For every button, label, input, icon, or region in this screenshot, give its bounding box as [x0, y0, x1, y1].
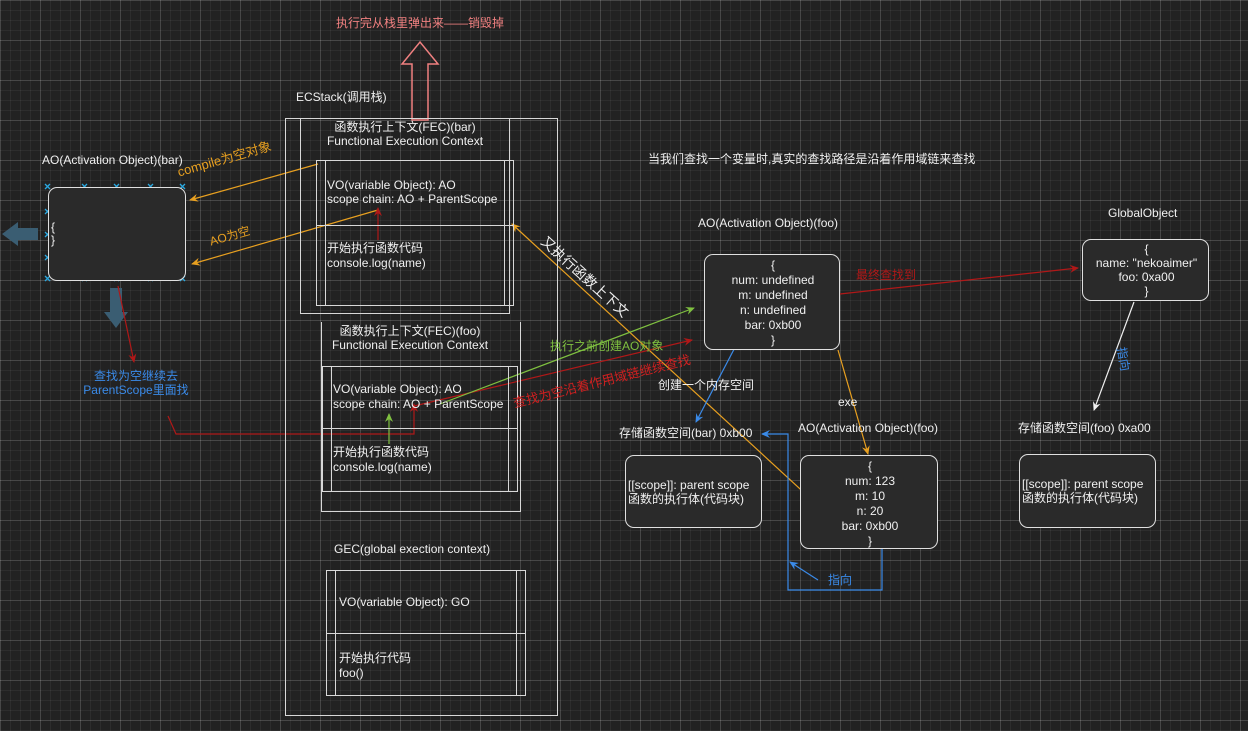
fec-bar-exec1: 开始执行函数代码: [327, 241, 424, 255]
store-bar-line1: [[scope]]: parent scope: [628, 478, 750, 492]
ao-foo2-line-3: n: 20: [856, 504, 884, 518]
ao-foo1-line-5: }: [770, 333, 775, 347]
fec-bar-title-1: 函数执行上下文(FEC)(bar): [334, 120, 476, 134]
ao-foo1-line-1: num: undefined: [731, 273, 815, 287]
ao-foo1-title: AO(Activation Object)(foo): [698, 216, 839, 230]
store-bar-box: [[scope]]: parent scope 函数的执行体(代码块): [625, 455, 762, 528]
ao-bar-title: AO(Activation Object)(bar): [42, 153, 183, 167]
down-teal-arrow: [104, 288, 128, 328]
another-fec-arrow: [511, 223, 837, 523]
found-arrow: [839, 264, 1079, 295]
global-obj-line-0: {: [1144, 242, 1149, 256]
fec-foo-frame: [321, 322, 521, 512]
note-lookup-parent: 查找为空继续去 ParentScope里面找: [74, 369, 198, 397]
fec-bar-exec2: console.log(name): [327, 256, 426, 270]
point-to-arrow: [761, 430, 883, 591]
ao-bar-box: { }: [48, 187, 186, 281]
note-exe: exe: [838, 395, 858, 409]
ao-foo1-line-0: {: [770, 258, 775, 272]
ao-foo1-box: { num: undefined m: undefined n: undefin…: [704, 254, 840, 350]
fec-bar-frame: [300, 118, 510, 314]
ecstack-container: [285, 118, 558, 716]
global-obj-content: { name: "nekoaimer" foo: 0xa00 }: [1083, 242, 1210, 298]
left-teal-arrow: [2, 222, 38, 246]
global-obj-line-1: name: "nekoaimer": [1095, 256, 1198, 270]
compile-arrow: [189, 163, 319, 202]
store-bar-line2: 函数的执行体(代码块): [628, 492, 744, 506]
note-lookup-parent-1: 查找为空继续去: [93, 369, 178, 383]
gec-vo: VO(variable Object): GO: [339, 595, 470, 609]
fec-bar-card: VO(variable Object): AO scope chain: AO …: [316, 160, 514, 306]
fec-bar-scope: scope chain: AO + ParentScope: [327, 192, 498, 206]
ao-foo1-content: { num: undefined m: undefined n: undefin…: [705, 258, 841, 348]
store-foo-title: 存储函数空间(foo) 0xa00: [1018, 421, 1151, 435]
exe-arrow: [837, 349, 870, 455]
ecstack-label: ECStack(调用栈): [296, 90, 387, 104]
ao-foo1-line-3: n: undefined: [739, 303, 807, 317]
store-foo-line1: [[scope]]: parent scope: [1022, 477, 1144, 491]
ao-foo2-box: { num: 123 m: 10 n: 20 bar: 0xb00 }: [800, 455, 938, 549]
fec-foo-title-2: Functional Execution Context: [331, 338, 489, 352]
ao-bar-open: {: [51, 220, 56, 234]
store-foo-box: [[scope]]: parent scope 函数的执行体(代码块): [1019, 454, 1156, 528]
fec-foo-exec1: 开始执行函数代码: [333, 445, 430, 459]
fec-foo-title: 函数执行上下文(FEC)(foo) Functional Execution C…: [305, 324, 515, 352]
note-point-to: 指向: [828, 573, 853, 587]
store-bar-title: 存储函数空间(bar) 0xb00: [619, 426, 753, 440]
note-lookup-parent-2: ParentScope里面找: [83, 383, 189, 397]
global-obj-title: GlobalObject: [1108, 206, 1178, 220]
point-to-small-arrow: [789, 561, 819, 581]
fec-bar-title: 函数执行上下文(FEC)(bar) Functional Execution C…: [300, 120, 510, 148]
ao-foo2-content: { num: 123 m: 10 n: 20 bar: 0xb00 }: [801, 459, 939, 549]
lookup-parent-arrow: [117, 285, 137, 363]
global-obj-line-2: foo: 0xa00: [1118, 270, 1175, 284]
gec-title: GEC(global exection context): [334, 542, 491, 556]
ao-foo2-line-0: {: [867, 459, 872, 473]
pop-label: 执行完从栈里弹出来——销毁掉: [335, 16, 504, 30]
global-obj-line-3: }: [1144, 284, 1149, 298]
store-foo-line2: 函数的执行体(代码块): [1022, 491, 1138, 505]
gec-card: VO(variable Object): GO 开始执行代码 foo(): [326, 570, 526, 696]
ao-foo2-title: AO(Activation Object)(foo): [798, 421, 939, 435]
fec-foo-title-1: 函数执行上下文(FEC)(foo): [339, 324, 481, 338]
ao-foo2-line-2: m: 10: [854, 489, 885, 503]
bottom-red-return: [167, 403, 418, 435]
ao-foo1-line-2: m: undefined: [738, 288, 808, 302]
ao-bar-close: }: [51, 233, 56, 247]
ao-foo2-line-4: bar: 0xb00: [841, 519, 899, 533]
fec-foo-card: VO(variable Object): AO scope chain: AO …: [322, 366, 518, 492]
global-point-arrow: [1093, 301, 1135, 411]
note-create-ao-before: 执行之前创建AO对象: [550, 339, 664, 353]
chain-lookup-arrow: [413, 337, 693, 407]
note-found: 最终查找到: [856, 268, 917, 282]
fec-bar-title-2: Functional Execution Context: [326, 134, 484, 148]
fec-bar-vo: VO(variable Object): AO: [327, 178, 456, 192]
ao-foo2-line-5: }: [867, 534, 872, 548]
fec-foo-exec2: console.log(name): [333, 460, 432, 474]
global-obj-box: { name: "nekoaimer" foo: 0xa00 }: [1082, 239, 1209, 301]
gec-exec2: foo(): [339, 666, 364, 680]
note-top-right: 当我们查找一个变量时,真实的查找路径是沿着作用域链来查找: [648, 152, 976, 166]
fec-foo-vo: VO(variable Object): AO: [333, 382, 462, 396]
note-create-mem: 创建一个内存空间: [658, 378, 755, 392]
gec-exec1: 开始执行代码: [339, 651, 412, 665]
fec-foo-scope: scope chain: AO + ParentScope: [333, 397, 504, 411]
create-ao-arrow: [439, 307, 695, 405]
ao-foo2-line-1: num: 123: [844, 474, 896, 488]
ao-foo1-line-4: bar: 0xb00: [744, 318, 802, 332]
pop-arrow: [400, 40, 440, 121]
